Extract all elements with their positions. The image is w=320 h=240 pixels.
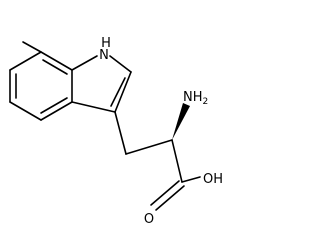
bond-c3-cb (114, 111, 127, 155)
bond-n1-c2 (109, 55, 132, 73)
atom-labels: H N NH2 OH O (99, 36, 223, 227)
bond-c7-c6 (9, 51, 42, 71)
indole-h-label: H (101, 36, 111, 51)
bond-c2-c3-inner (110, 77, 126, 107)
bond-c-oh (181, 176, 201, 183)
carbonyl-o-label: O (144, 212, 154, 227)
bond-c4-c3a-inner (40, 97, 68, 114)
bond-c4-c3a (40, 101, 73, 121)
bonds (9, 41, 201, 211)
bond-cb-ca (125, 139, 173, 155)
bond-c2-c3 (114, 71, 132, 113)
bond-methyl (22, 41, 42, 53)
bond-c5-c4 (9, 101, 42, 121)
bond-c7a-c7 (40, 51, 73, 71)
bond-c-o-2 (155, 185, 185, 211)
amine-subscript: 2 (203, 97, 209, 107)
indole-n-label: N (99, 48, 109, 63)
chemical-structure: H N NH2 OH O (9, 36, 223, 227)
amine-label: NH2 (183, 90, 208, 107)
bond-ca-cooh (171, 139, 183, 183)
bond-c-o-1 (150, 180, 180, 206)
hydroxyl-label: OH (203, 172, 223, 187)
wedge-bond-amine (172, 103, 190, 140)
amine-n-text: NH (183, 90, 203, 105)
bond-c7a-c7-inner (42, 59, 68, 75)
bond-c3-c3a (71, 101, 116, 113)
bond-c7a-n1 (71, 55, 98, 71)
